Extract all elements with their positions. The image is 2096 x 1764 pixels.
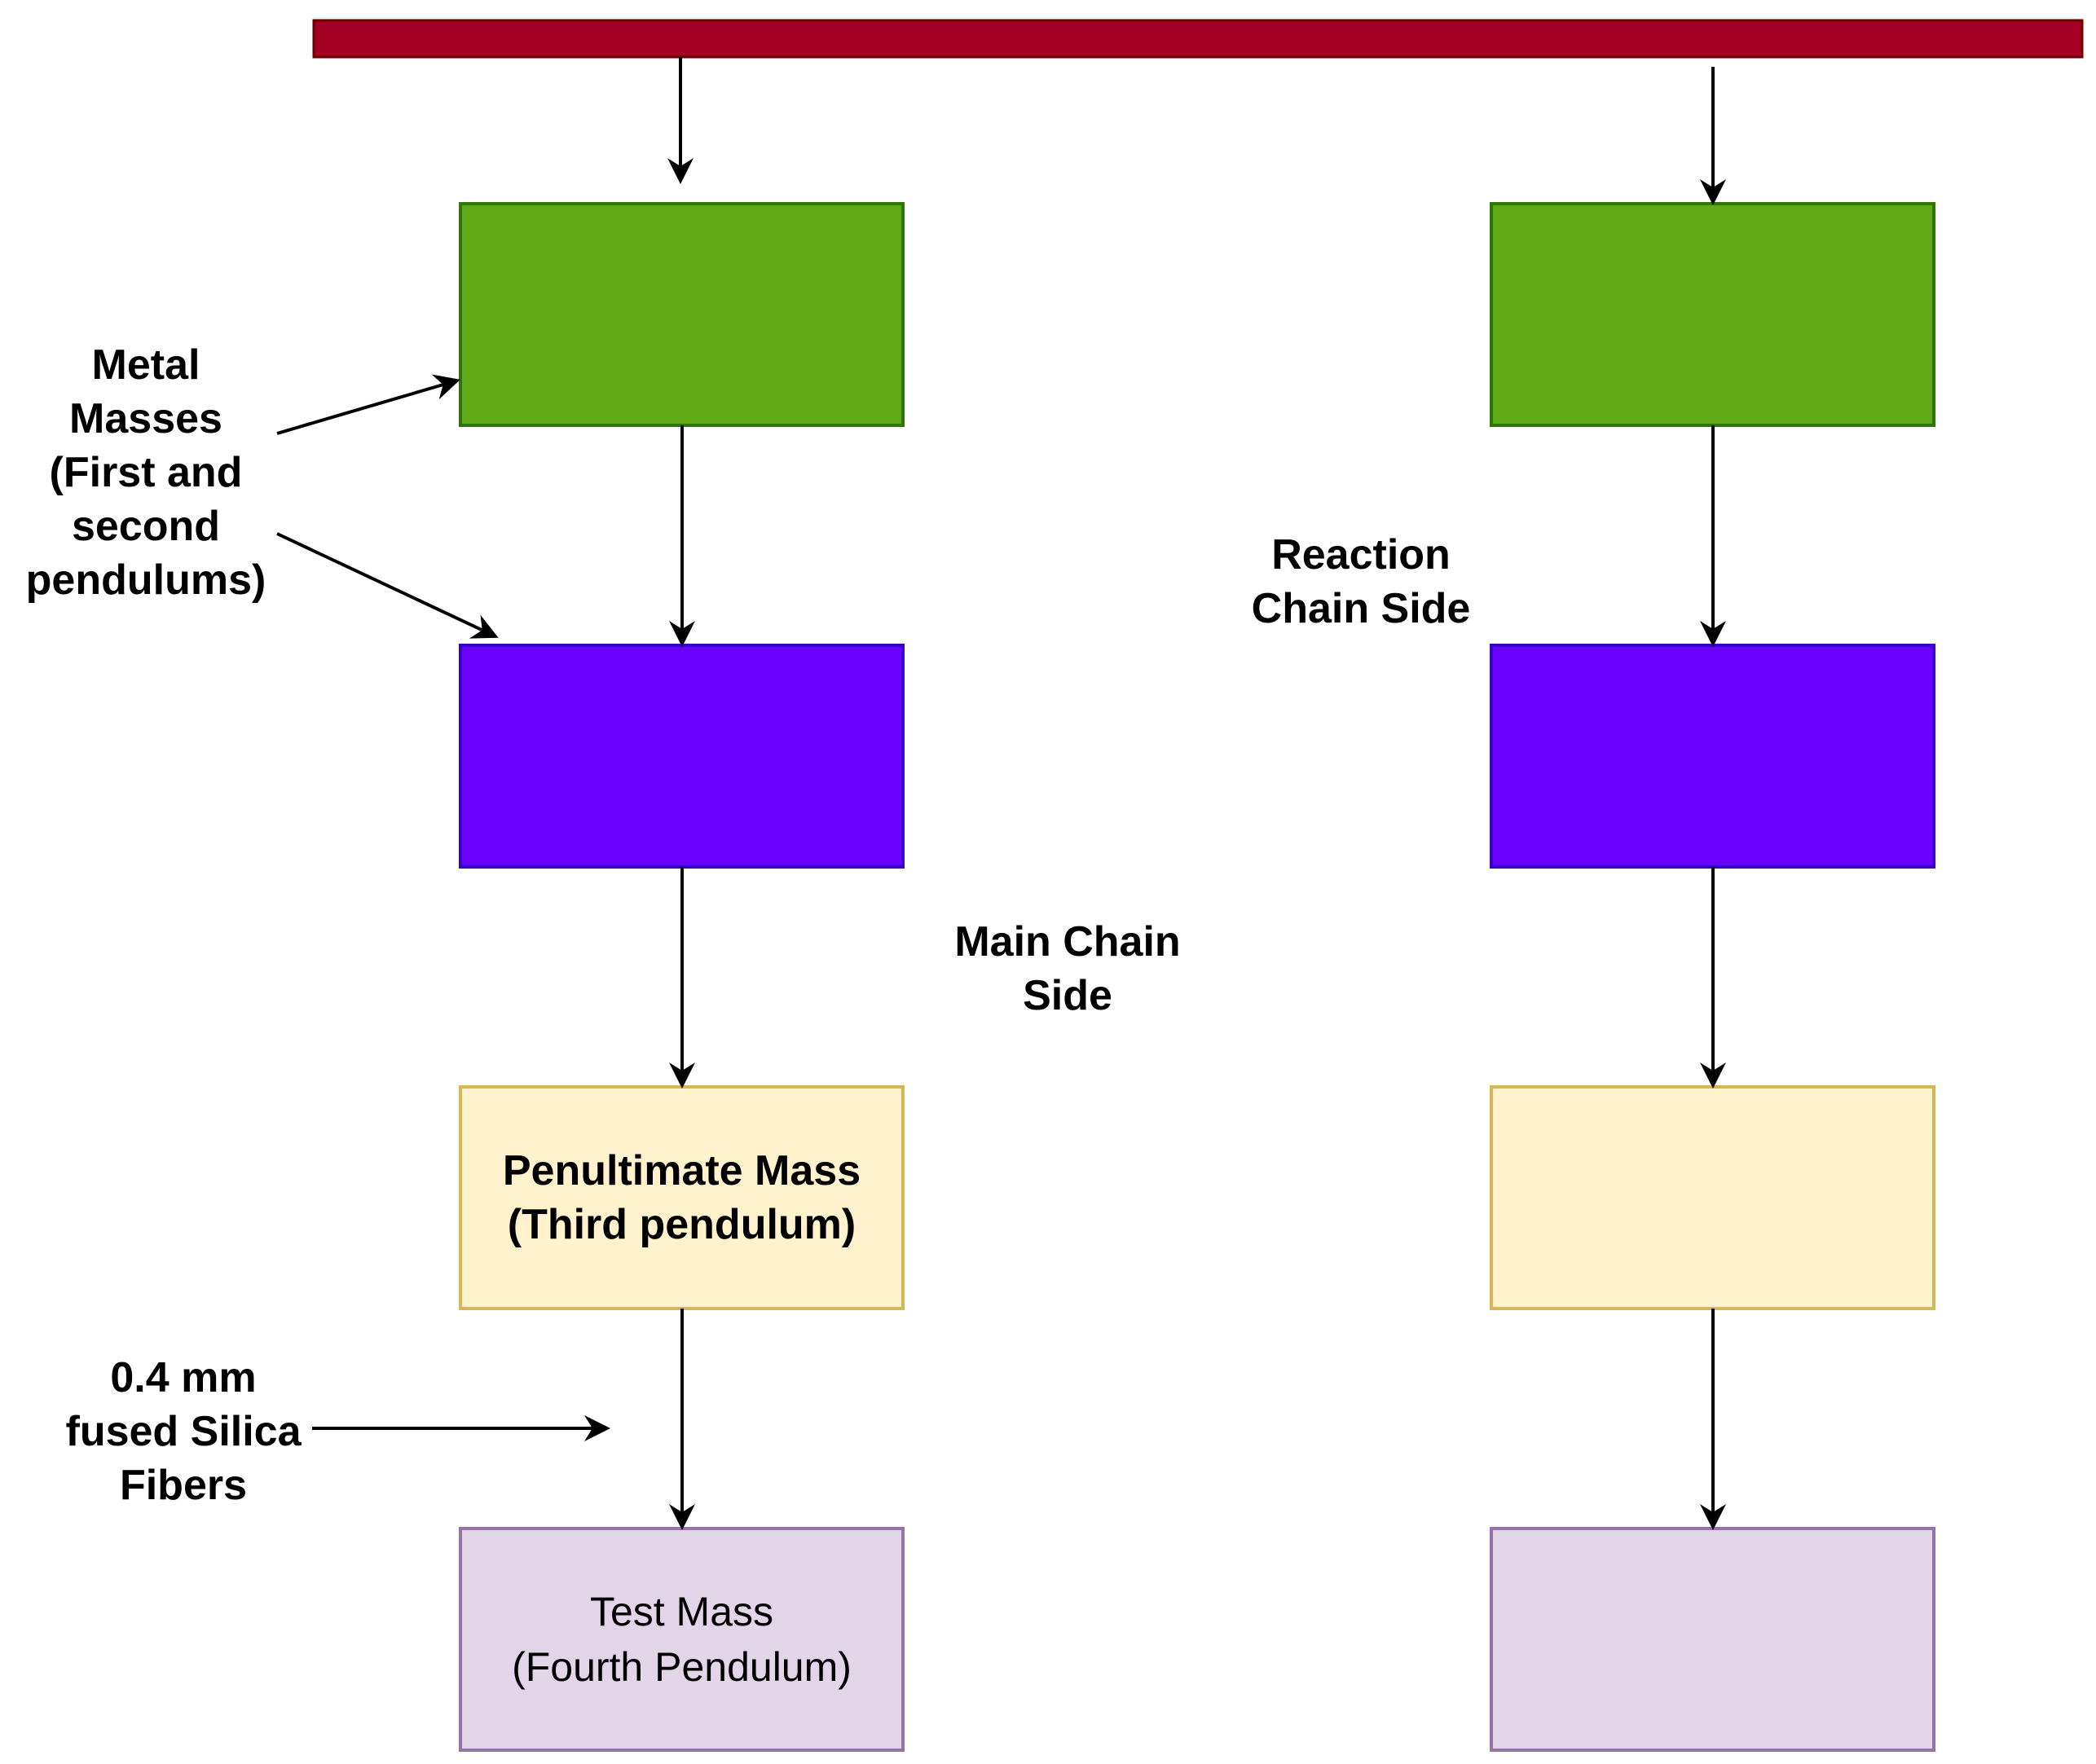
main-metal-mass-first bbox=[459, 202, 905, 427]
main-penultimate-mass bbox=[459, 1085, 905, 1310]
reaction-metal-mass-first bbox=[1490, 202, 1935, 427]
fibers-label: 0.4 mm fused Silica Fibers bbox=[65, 1354, 302, 1509]
test-mass-label: Test Mass (Fourth Pendulum) bbox=[512, 1589, 852, 1690]
main-metal-mass-second bbox=[459, 644, 905, 869]
metal-masses-label: Metal Masses (First and second pendulums… bbox=[25, 341, 266, 604]
main-chain-side-label: Main Chain Side bbox=[954, 918, 1181, 1019]
reaction-test-mass bbox=[1490, 1527, 1935, 1752]
reaction-penultimate-mass bbox=[1490, 1085, 1935, 1310]
suspension-bar bbox=[312, 19, 2084, 59]
penultimate-mass-label: Penultimate Mass (Third pendulum) bbox=[502, 1147, 861, 1248]
metal-masses-pointer-upper bbox=[276, 374, 460, 435]
main-test-mass bbox=[459, 1527, 905, 1752]
reaction-metal-mass-second bbox=[1490, 644, 1935, 869]
reaction-chain-side-label: Reaction Chain Side bbox=[1251, 531, 1471, 632]
metal-masses-pointer-lower bbox=[276, 532, 499, 639]
